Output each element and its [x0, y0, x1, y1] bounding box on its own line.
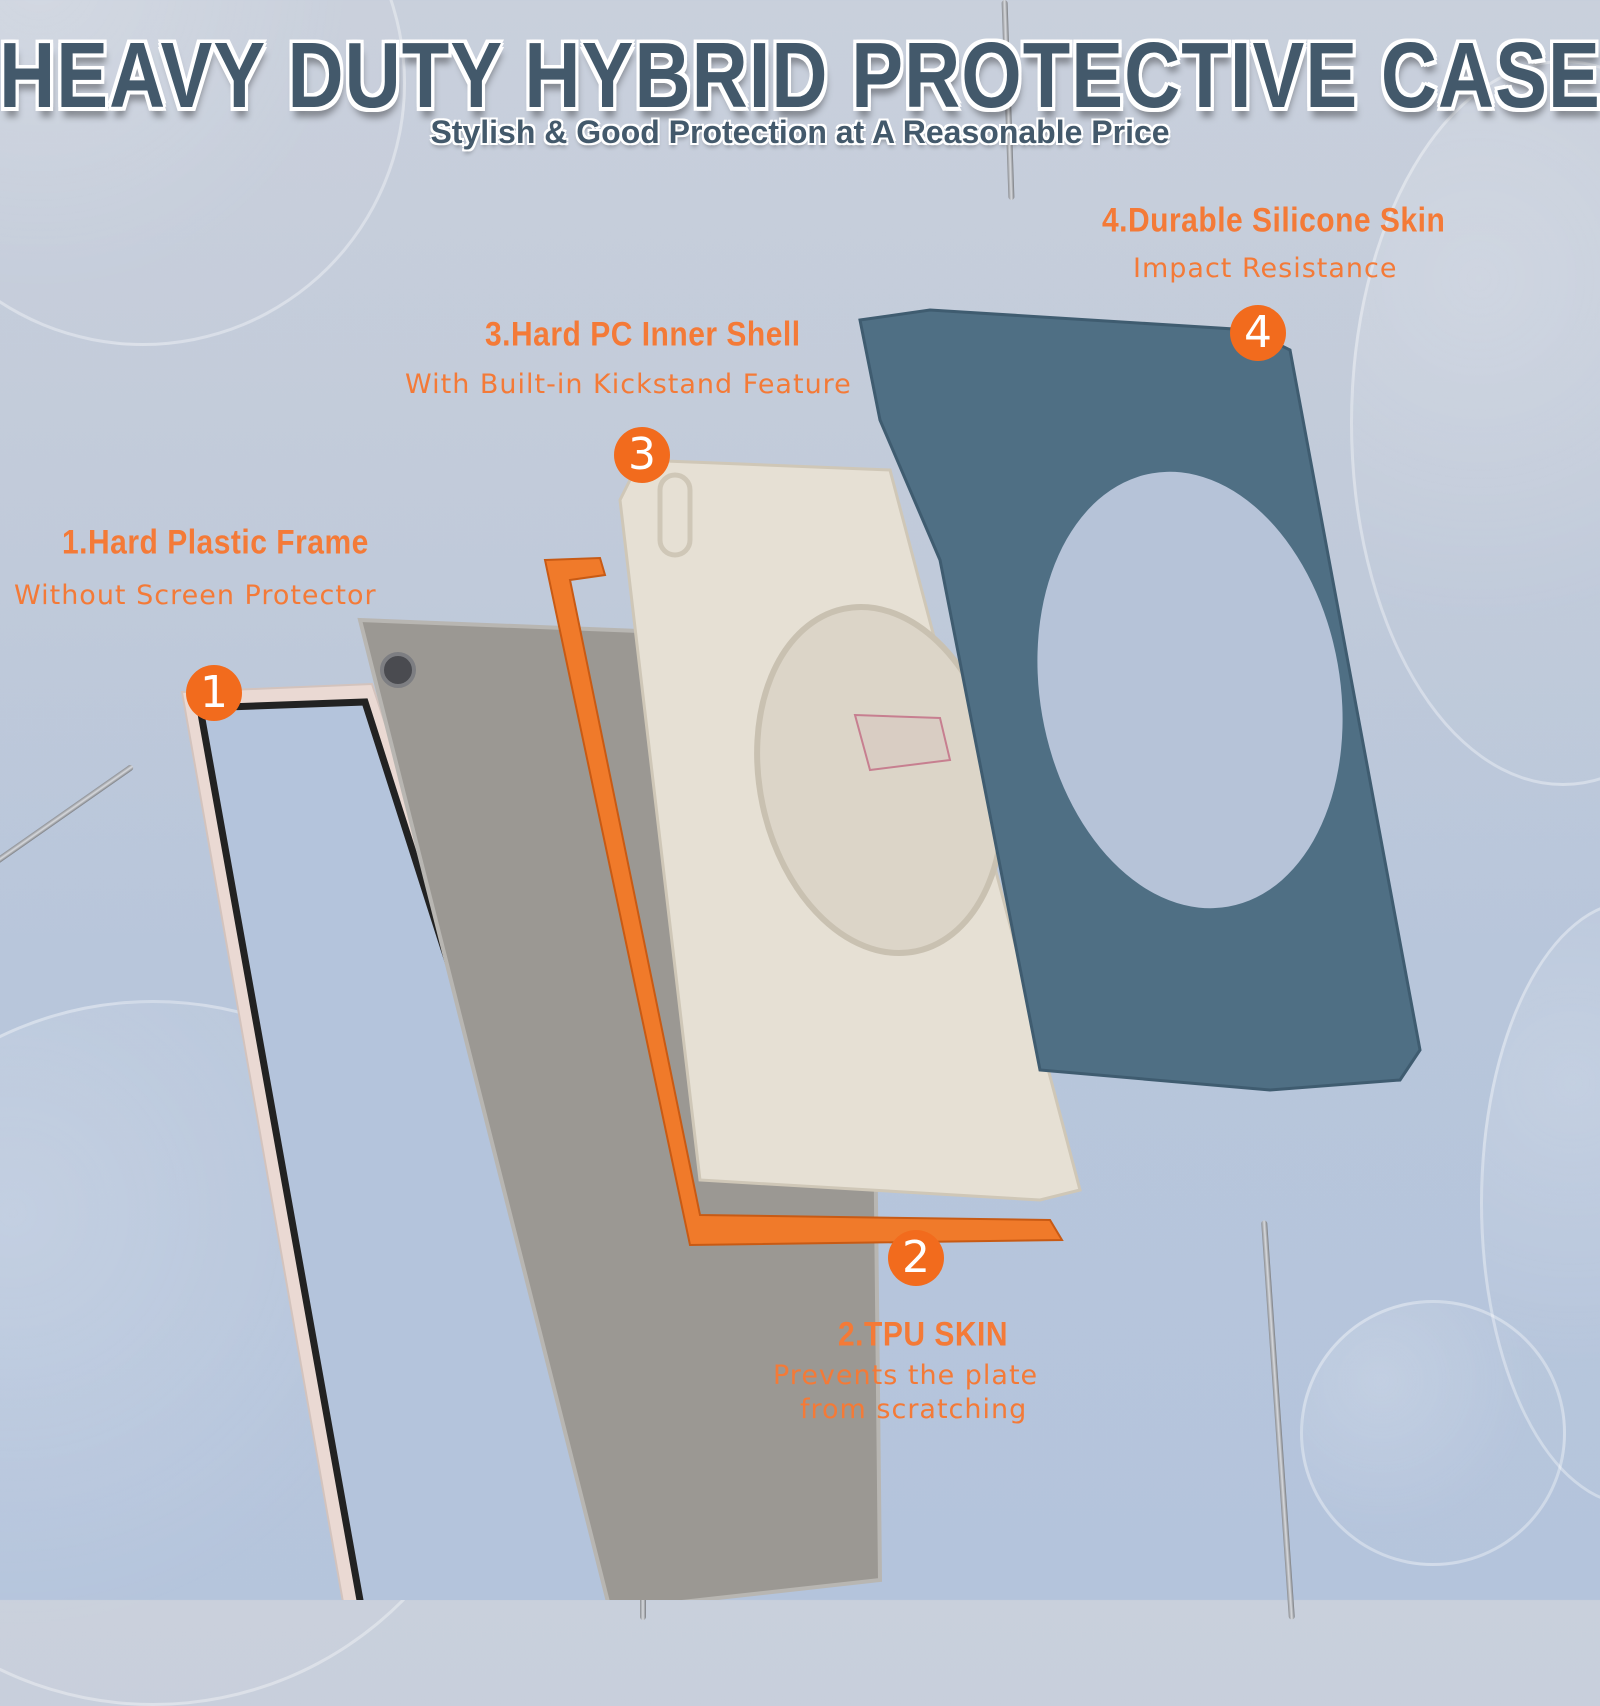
feature-4-description: Impact Resistance	[1133, 253, 1398, 284]
feature-2-title: 2.TPU SKIN	[838, 1315, 1009, 1354]
feature-4-badge: 4	[1230, 305, 1286, 361]
feature-2-description-line2: from scratching	[800, 1394, 1028, 1425]
feature-3-description: With Built-in Kickstand Feature	[405, 369, 852, 400]
feature-4-title: 4.Durable Silicone Skin	[1102, 201, 1446, 240]
exploded-case-illustration	[180, 308, 1422, 1600]
feature-2-badge: 2	[888, 1230, 944, 1286]
feature-2-description-line1: Prevents the plate	[773, 1360, 1039, 1391]
feature-3-badge: 3	[614, 427, 670, 483]
feature-3-title: 3.Hard PC Inner Shell	[485, 315, 801, 354]
feature-1-badge: 1	[186, 665, 242, 721]
feature-1-description: Without Screen Protector	[14, 580, 377, 611]
decorative-bubble	[1300, 1300, 1566, 1566]
feature-1-title: 1.Hard Plastic Frame	[62, 523, 369, 562]
page-subtitle: Stylish & Good Protection at A Reasonabl…	[430, 114, 1170, 150]
tpu-skin	[543, 556, 1064, 1247]
silicone-skin	[858, 308, 1422, 1092]
page-title: HEAVY DUTY HYBRID PROTECTIVE CASE	[0, 23, 1600, 127]
pc-inner-shell	[618, 458, 1082, 1202]
